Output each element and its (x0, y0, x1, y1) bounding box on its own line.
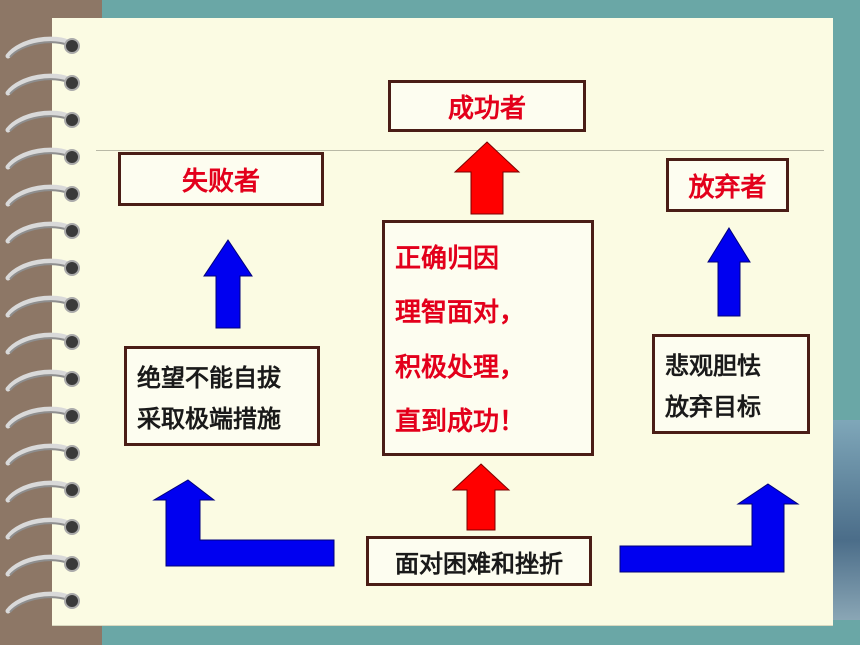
giveup-box: 放弃者 (666, 158, 789, 212)
spiral-ring (5, 369, 75, 392)
binding-hole (64, 223, 80, 239)
binding-hole (64, 556, 80, 572)
failure-label: 失败者 (181, 166, 260, 197)
spiral-ring (5, 406, 75, 429)
binding-hole (64, 260, 80, 276)
attribution-line-2: 理智面对， (395, 298, 526, 329)
difficulty-box: 面对困难和挫折 (366, 536, 592, 586)
red-up-arrow-top (453, 141, 521, 215)
attribution-line-3: 积极处理， (395, 352, 526, 383)
spiral-ring (5, 36, 75, 59)
spiral-ring (5, 221, 75, 244)
pessimism-line-2: 放弃目标 (665, 393, 761, 421)
spiral-ring (5, 258, 75, 281)
pessimism-box: 悲观胆怯 放弃目标 (652, 334, 810, 434)
binding-hole (64, 297, 80, 313)
spiral-ring (5, 591, 75, 614)
spiral-ring (5, 295, 75, 318)
spiral-ring (5, 332, 75, 355)
binding-hole (64, 408, 80, 424)
background-image-edge (830, 420, 860, 620)
despair-line-1: 绝望不能自拔 (137, 364, 281, 392)
pessimism-line-1: 悲观胆怯 (665, 352, 761, 380)
binding-hole (64, 593, 80, 609)
spiral-ring (5, 147, 75, 170)
blue-bent-arrow-right (619, 483, 800, 573)
attribution-box: 正确归因 理智面对， 积极处理， 直到成功！ (382, 220, 594, 456)
blue-up-arrow-right (707, 227, 751, 317)
spiral-ring (5, 554, 75, 577)
divider-line (96, 150, 824, 151)
despair-box: 绝望不能自拔 采取极端措施 (124, 346, 320, 446)
attribution-line-4: 直到成功！ (395, 407, 526, 438)
binding-hole (64, 186, 80, 202)
binding-hole (64, 519, 80, 535)
failure-box: 失败者 (118, 152, 324, 206)
spiral-ring (5, 443, 75, 466)
blue-up-arrow-left (203, 239, 253, 329)
binding-hole (64, 149, 80, 165)
success-label: 成功者 (447, 93, 526, 124)
binding-hole (64, 445, 80, 461)
difficulty-label: 面对困难和挫折 (395, 549, 563, 578)
spiral-ring (5, 184, 75, 207)
binding-hole (64, 38, 80, 54)
despair-line-2: 采取极端措施 (137, 405, 281, 433)
binding-hole (64, 334, 80, 350)
blue-bent-arrow-left (152, 479, 335, 567)
binding-hole (64, 112, 80, 128)
giveup-label: 放弃者 (688, 172, 767, 203)
success-box: 成功者 (388, 80, 586, 132)
spiral-ring (5, 517, 75, 540)
attribution-line-1: 正确归因 (395, 243, 500, 274)
spiral-ring (5, 110, 75, 133)
binding-hole (64, 482, 80, 498)
spiral-ring (5, 480, 75, 503)
spiral-ring (5, 73, 75, 96)
binding-hole (64, 75, 80, 91)
red-up-arrow-bottom (451, 463, 511, 531)
spiral-binding (5, 36, 80, 614)
binding-hole (64, 371, 80, 387)
